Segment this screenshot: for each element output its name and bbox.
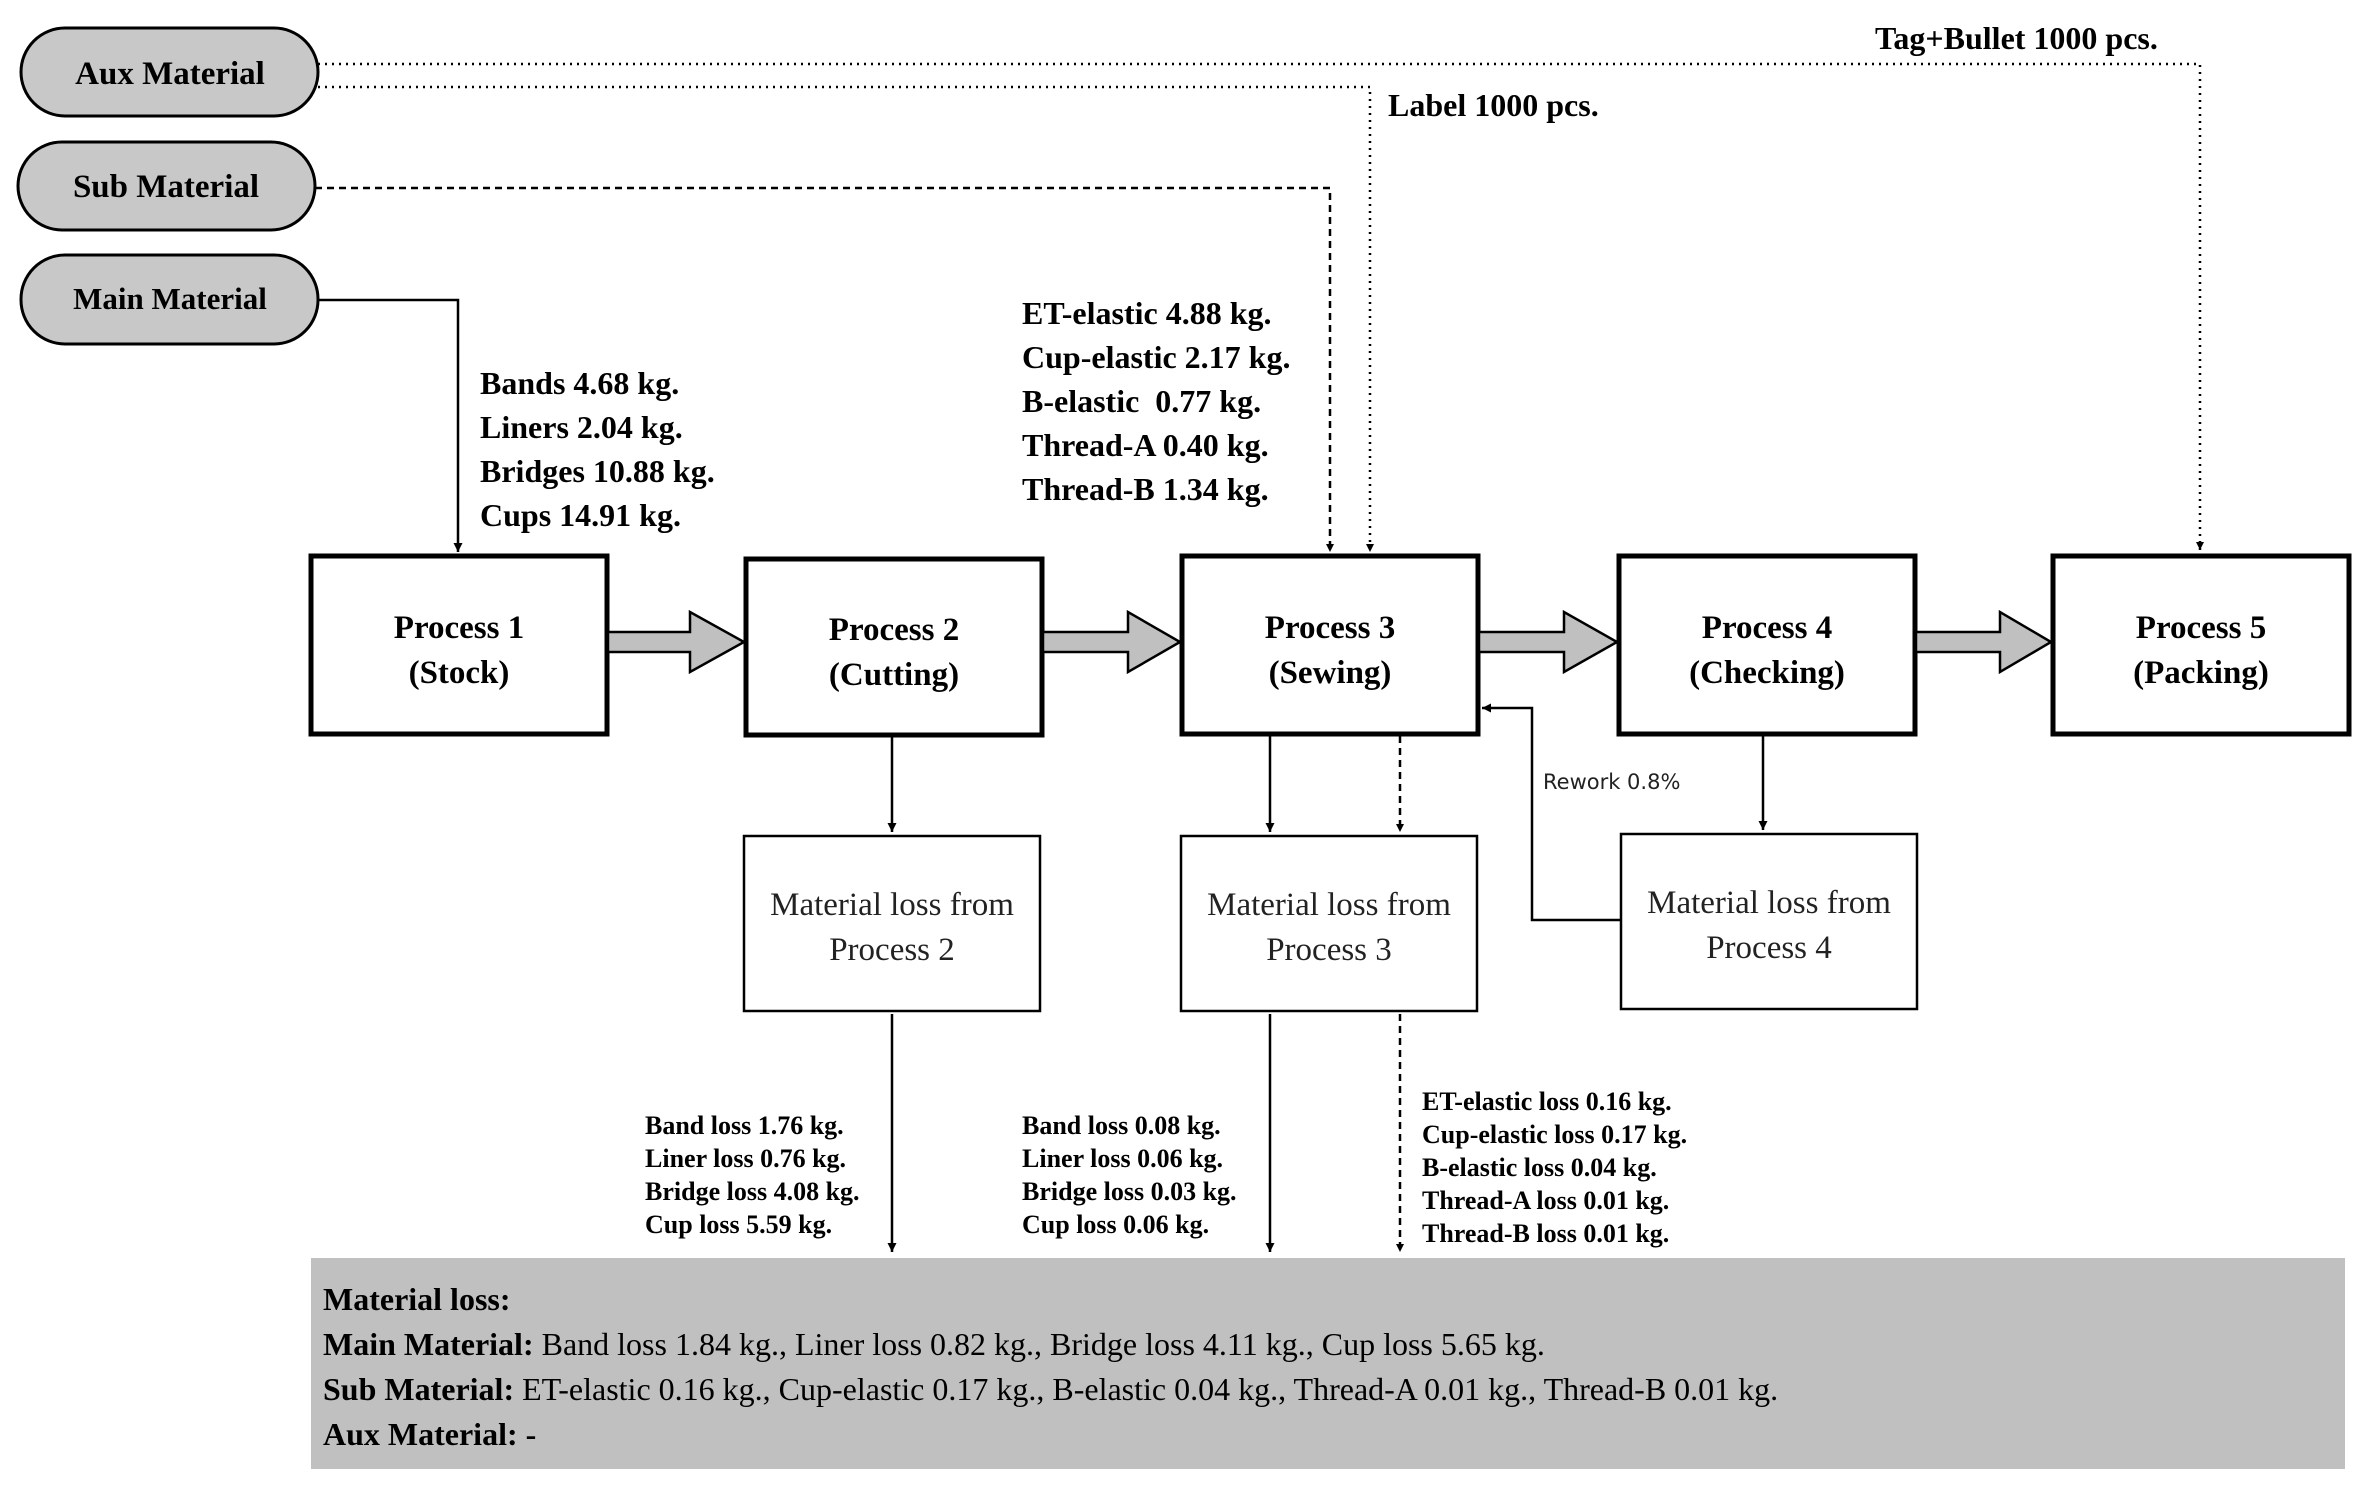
main-material-connector <box>318 298 463 552</box>
aux-label-label: Label 1000 pcs. <box>1388 87 1599 123</box>
summary-main-label: Main Material: <box>323 1326 534 1362</box>
rework-connector <box>1482 703 1621 922</box>
sub-material-pill: Sub Material <box>16 140 317 232</box>
loss-box-4-line2: Process 4 <box>1706 930 1832 966</box>
loss-box-process-2: Material loss from Process 2 <box>742 834 1042 1013</box>
main-input-liners: Liners 2.04 kg. <box>480 409 683 445</box>
summary-sub-label: Sub Material: <box>323 1371 514 1407</box>
process-4-title: Process 4 <box>1702 610 1832 646</box>
process-3-box: Process 3 (Sewing) <box>1179 553 1481 737</box>
p3-loss-cup-elastic: Cup-elastic loss 0.17 kg. <box>1422 1120 1687 1149</box>
loss-box-2-line2: Process 2 <box>829 932 955 968</box>
main-input-cups: Cups 14.91 kg. <box>480 497 681 533</box>
loss-box-3-line1: Material loss from <box>1207 887 1451 923</box>
process-4-box: Process 4 (Checking) <box>1616 553 1918 737</box>
aux-tag-bullet-connector <box>318 62 2204 550</box>
flow-arrow-1-2 <box>606 609 747 675</box>
main-input-bridges: Bridges 10.88 kg. <box>480 453 715 489</box>
sub-input-et-elastic: ET-elastic 4.88 kg. <box>1022 295 1272 331</box>
process-1-subtitle: (Stock) <box>409 655 510 691</box>
sub-input-cup-elastic: Cup-elastic 2.17 kg. <box>1022 339 1290 375</box>
summary-sub-value: ET-elastic 0.16 kg., Cup-elastic 0.17 kg… <box>514 1371 1778 1407</box>
process-4-frame <box>1616 553 1918 737</box>
summary-main-value: Band loss 1.84 kg., Liner loss 0.82 kg.,… <box>534 1326 1545 1362</box>
process-2-box: Process 2 (Cutting) <box>743 556 1045 738</box>
p3-loss-cup: Cup loss 0.06 kg. <box>1022 1210 1209 1239</box>
flow-arrow-2-3 <box>1041 609 1183 675</box>
process-4-subtitle: (Checking) <box>1689 655 1845 691</box>
loss-box-process-4: Material loss from Process 4 <box>1619 832 1919 1011</box>
process-2-frame <box>743 556 1045 738</box>
p3-loss-band: Band loss 0.08 kg. <box>1022 1111 1221 1140</box>
p2-loss-band: Band loss 1.76 kg. <box>645 1111 844 1140</box>
process-5-frame <box>2050 553 2352 737</box>
sub-input-b-elastic: B-elastic 0.77 kg. <box>1022 383 1261 419</box>
main-input-list: Bands 4.68 kg. Liners 2.04 kg. Bridges 1… <box>480 365 715 533</box>
process-2-subtitle: (Cutting) <box>829 657 959 693</box>
p3-loss-thread-b: Thread-B loss 0.01 kg. <box>1422 1219 1669 1248</box>
material-loss-summary: Material loss: Main Material: Band loss … <box>311 1258 2345 1469</box>
loss-box-3-line2: Process 3 <box>1266 932 1392 968</box>
rework-label: Rework 0.8% <box>1543 770 1680 794</box>
flow-arrow-3-4 <box>1477 609 1620 675</box>
aux-tag-bullet-label: Tag+Bullet 1000 pcs. <box>1875 20 2158 56</box>
sub-input-list: ET-elastic 4.88 kg. Cup-elastic 2.17 kg.… <box>1022 295 1290 507</box>
process-3-subtitle: (Sewing) <box>1269 655 1392 691</box>
summary-sub-line: Sub Material: ET-elastic 0.16 kg., Cup-e… <box>323 1371 1778 1407</box>
p3-loss-bridge: Bridge loss 0.03 kg. <box>1022 1177 1237 1206</box>
aux-label-connector <box>318 85 1374 552</box>
p3-sub-loss-list: ET-elastic loss 0.16 kg. Cup-elastic los… <box>1422 1087 1687 1248</box>
p3-loss-thread-a: Thread-A loss 0.01 kg. <box>1422 1186 1669 1215</box>
p3-main-loss-list: Band loss 0.08 kg. Liner loss 0.06 kg. B… <box>1022 1111 1237 1239</box>
loss-box-process-3: Material loss from Process 3 <box>1179 834 1479 1013</box>
process-1-box: Process 1 (Stock) <box>308 553 610 737</box>
summary-main-line: Main Material: Band loss 1.84 kg., Liner… <box>323 1326 1545 1362</box>
p2-loss-cup: Cup loss 5.59 kg. <box>645 1210 832 1239</box>
loss-box-2-frame <box>742 834 1042 1013</box>
main-material-pill: Main Material <box>19 253 320 346</box>
main-input-bands: Bands 4.68 kg. <box>480 365 679 401</box>
sub-material-shape <box>16 140 317 232</box>
aux-material-pill: Aux Material <box>19 26 320 118</box>
aux-material-label: Aux Material <box>75 56 265 92</box>
sub-input-thread-b: Thread-B 1.34 kg. <box>1022 471 1269 507</box>
p2-loss-liner: Liner loss 0.76 kg. <box>645 1144 846 1173</box>
sub-material-connector <box>315 186 1334 552</box>
loss-box-2-line1: Material loss from <box>770 887 1014 923</box>
process-5-title: Process 5 <box>2136 610 2266 646</box>
loss-box-4-frame <box>1619 832 1919 1011</box>
summary-background <box>311 1258 2345 1469</box>
process-5-subtitle: (Packing) <box>2133 655 2269 691</box>
process-1-title: Process 1 <box>394 610 524 646</box>
aux-material-shape <box>19 26 320 118</box>
process-2-title: Process 2 <box>829 612 959 648</box>
sub-input-thread-a: Thread-A 0.40 kg. <box>1022 427 1269 463</box>
summary-aux-line: Aux Material: - <box>323 1416 536 1452</box>
p2-loss-list: Band loss 1.76 kg. Liner loss 0.76 kg. B… <box>645 1111 860 1239</box>
process-5-box: Process 5 (Packing) <box>2050 553 2352 737</box>
p3-loss-liner: Liner loss 0.06 kg. <box>1022 1144 1223 1173</box>
p3-loss-b-elastic: B-elastic loss 0.04 kg. <box>1422 1153 1657 1182</box>
main-material-label: Main Material <box>73 281 267 316</box>
sub-material-label: Sub Material <box>73 169 259 205</box>
summary-heading: Material loss: <box>323 1281 511 1317</box>
process-1-frame <box>308 553 610 737</box>
loss-box-3-frame <box>1179 834 1479 1013</box>
p2-loss-bridge: Bridge loss 4.08 kg. <box>645 1177 860 1206</box>
process-3-title: Process 3 <box>1265 610 1395 646</box>
p3-loss-et-elastic: ET-elastic loss 0.16 kg. <box>1422 1087 1672 1116</box>
flow-arrow-4-5 <box>1914 609 2054 675</box>
loss-box-4-line1: Material loss from <box>1647 885 1891 921</box>
